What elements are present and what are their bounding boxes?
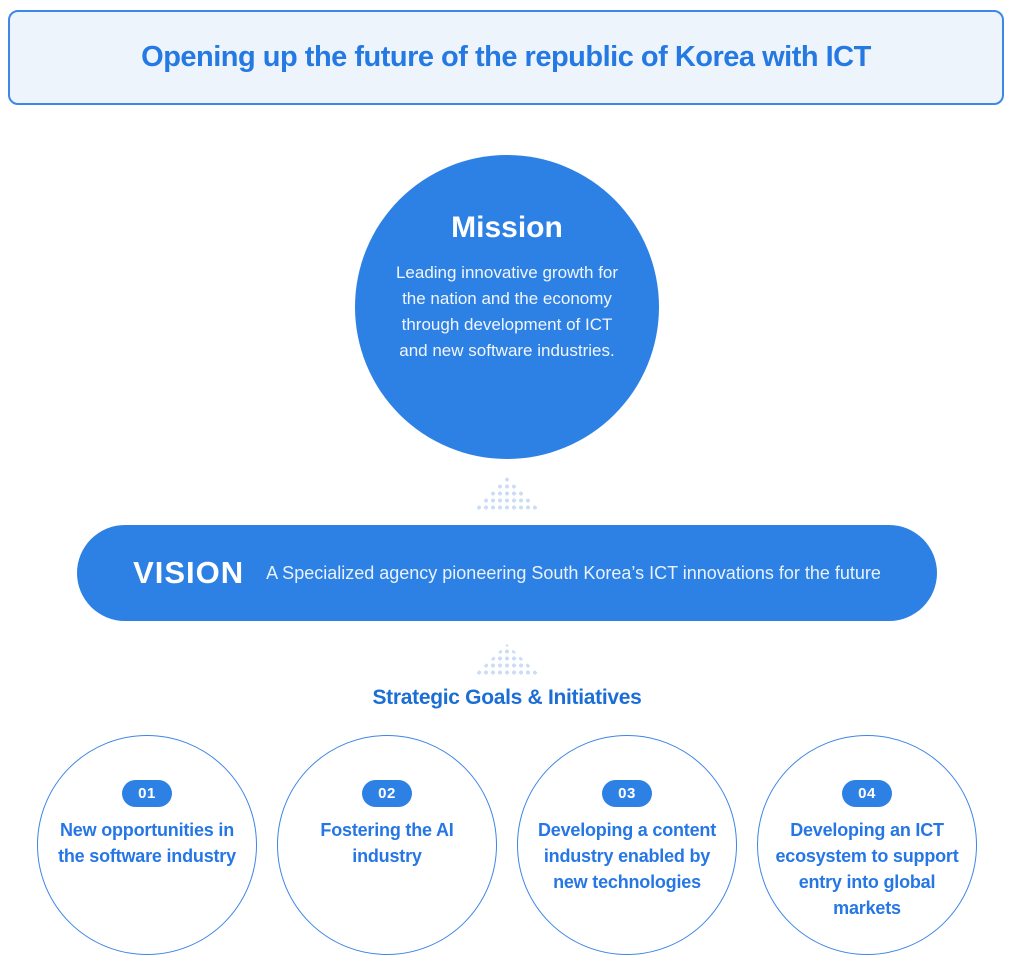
header-banner: Opening up the future of the republic of… [8, 10, 1004, 105]
mission-circle: Mission Leading innovative growth for th… [355, 155, 659, 459]
goal-number-badge: 01 [122, 780, 172, 807]
vision-bar: VISION A Specialized agency pioneering S… [77, 525, 937, 621]
vision-description: A Specialized agency pioneering South Ko… [266, 562, 881, 583]
goal-circle-4: 04 Developing an ICT ecosystem to suppor… [757, 735, 977, 955]
mission-description: Leading innovative growth for the nation… [395, 263, 619, 360]
goal-number-badge: 03 [602, 780, 652, 807]
goals-row: 01 New opportunities in the software ind… [0, 735, 1014, 955]
goal-circle-3: 03 Developing a content industry enabled… [517, 735, 737, 955]
mission-title: Mission [451, 211, 563, 244]
goal-circle-1: 01 New opportunities in the software ind… [37, 735, 257, 955]
goal-label: Fostering the AI industry [320, 820, 454, 866]
banner-title: Opening up the future of the republic of… [141, 41, 871, 73]
goal-number-badge: 04 [842, 780, 892, 807]
dotted-up-arrow-icon [473, 644, 541, 676]
goals-heading: Strategic Goals & Initiatives [372, 686, 642, 709]
goal-number-badge: 02 [362, 780, 412, 807]
goal-label: Developing a content industry enabled by… [537, 820, 717, 892]
dotted-up-arrow-icon [473, 477, 541, 511]
goal-circle-2: 02 Fostering the AI industry [277, 735, 497, 955]
goal-label: Developing an ICT ecosystem to support e… [775, 820, 959, 918]
goal-label: New opportunities in the software indust… [58, 820, 236, 866]
vision-label: VISION [133, 555, 245, 590]
